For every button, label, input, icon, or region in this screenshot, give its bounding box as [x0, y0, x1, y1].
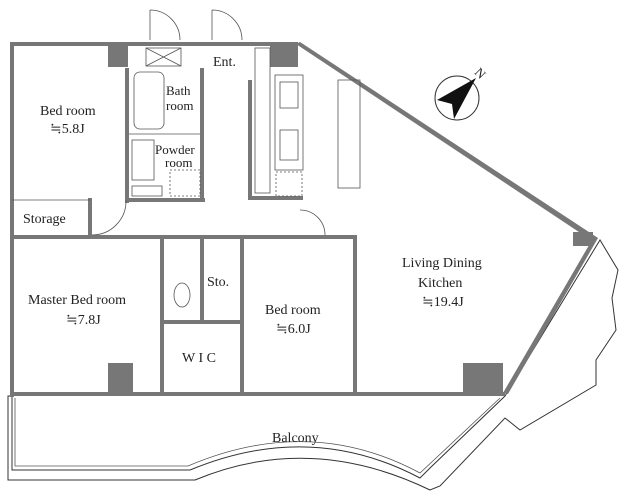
balcony-outline	[7, 239, 619, 491]
washer-space	[169, 169, 201, 197]
entrance-label: Ent.	[213, 55, 236, 70]
bath-label-1: Bath	[166, 83, 191, 98]
stove	[279, 81, 299, 109]
powder-label-2: room	[165, 155, 192, 170]
walls	[10, 42, 598, 397]
balcony-label: Balcony	[272, 431, 319, 446]
toilet	[173, 282, 191, 308]
bath-label-2: room	[166, 98, 193, 113]
ldk-size: ≒19.4J	[422, 295, 464, 310]
powder-label-1: Powder	[155, 142, 195, 157]
bedroom2-size: ≒6.0J	[276, 322, 311, 337]
fixtures	[12, 9, 361, 308]
master-bedroom-size: ≒7.8J	[66, 313, 101, 328]
bedroom2-name: Bed room	[265, 303, 321, 318]
cabinet	[131, 185, 163, 197]
bedroom1-name: Bed room	[40, 104, 96, 119]
ldk-label-1: Living Dining	[402, 256, 482, 271]
kitchen-island	[337, 79, 361, 189]
bathtub	[133, 71, 165, 130]
master-bedroom-name: Master Bed room	[28, 293, 126, 308]
kitchen-counter	[274, 74, 304, 171]
bedroom1-size: ≒5.8J	[50, 122, 85, 137]
ldk-label-2: Kitchen	[418, 276, 462, 291]
washbasin	[131, 139, 155, 181]
sink	[279, 129, 299, 161]
storage-label: Storage	[23, 212, 66, 227]
sto-label: Sto.	[207, 275, 229, 290]
north-compass-icon: N	[434, 65, 489, 121]
wic-label: W I C	[182, 351, 216, 366]
